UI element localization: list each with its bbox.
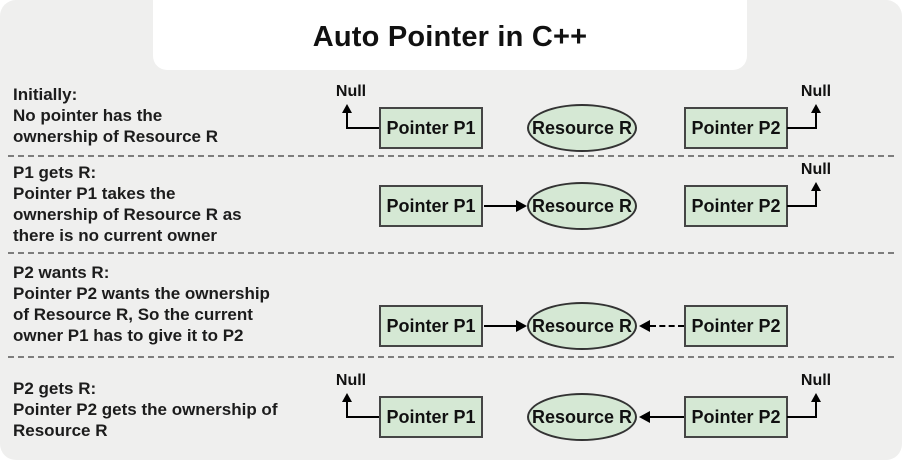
node-pointer-p1: Pointer P1 [379, 305, 483, 347]
node-pointer-p1: Pointer P1 [379, 107, 483, 149]
row-line: Pointer P2 gets the ownership of [13, 400, 278, 419]
row-line: there is no current owner [13, 226, 218, 245]
node-pointer-p2: Pointer P2 [684, 396, 788, 438]
node-pointer-p1: Pointer P1 [379, 185, 483, 227]
node-resource-r: Resource R [527, 302, 637, 350]
node-resource-r: Resource R [527, 182, 637, 230]
row-heading: Initially: [13, 85, 78, 104]
connector-line [347, 127, 380, 129]
row-line: of Resource R, So the current [13, 305, 253, 324]
request-arrow-dashed-line [650, 325, 684, 327]
node-pointer-p2: Pointer P2 [684, 107, 788, 149]
connector-line [787, 205, 817, 207]
null-label: Null [335, 83, 367, 100]
node-pointer-p2: Pointer P2 [684, 185, 788, 227]
row-divider [8, 155, 894, 157]
row-description: P2 gets R: Pointer P2 gets the ownership… [13, 378, 277, 441]
title-card: Auto Pointer in C++ [153, 0, 747, 70]
arrow-right-icon [516, 200, 527, 212]
row-description: P2 wants R: Pointer P2 wants the ownersh… [13, 262, 270, 346]
row-line: ownership of Resource R as [13, 205, 242, 224]
null-arrow-up-icon [811, 393, 821, 402]
null-label: Null [800, 372, 832, 389]
node-resource-r: Resource R [527, 104, 637, 152]
node-pointer-p2: Pointer P2 [684, 305, 788, 347]
row-description: Initially: No pointer has the ownership … [13, 84, 218, 147]
row-line: Pointer P1 takes the [13, 184, 176, 203]
arrow-left-icon [639, 411, 650, 423]
ownership-arrow-line [484, 325, 517, 327]
connector-line [787, 416, 817, 418]
null-arrow-up-icon [811, 104, 821, 113]
node-pointer-p1: Pointer P1 [379, 396, 483, 438]
row-line: ownership of Resource R [13, 127, 218, 146]
connector-line [815, 401, 817, 417]
row-heading: P1 gets R: [13, 163, 97, 182]
null-label: Null [800, 161, 832, 178]
connector-line [346, 401, 348, 418]
arrow-left-icon [639, 320, 650, 332]
connector-line [815, 190, 817, 206]
row-divider [8, 252, 894, 254]
row-line: Pointer P2 wants the ownership [13, 284, 270, 303]
null-arrow-up-icon [342, 104, 352, 113]
row-description: P1 gets R: Pointer P1 takes the ownershi… [13, 162, 242, 246]
row-line: No pointer has the [13, 106, 163, 125]
page-title: Auto Pointer in C++ [312, 21, 588, 53]
row-divider [8, 356, 894, 358]
ownership-arrow-line [650, 416, 684, 418]
connector-line [815, 112, 817, 128]
connector-line [346, 112, 348, 129]
connector-line [347, 416, 380, 418]
null-label: Null [335, 372, 367, 389]
ownership-arrow-line [484, 205, 517, 207]
arrow-right-icon [516, 320, 527, 332]
null-arrow-up-icon [342, 393, 352, 402]
row-line: Resource R [13, 421, 108, 440]
connector-line [787, 127, 817, 129]
row-heading: P2 wants R: [13, 263, 110, 282]
null-label: Null [800, 83, 832, 100]
row-heading: P2 gets R: [13, 379, 97, 398]
row-line: owner P1 has to give it to P2 [13, 326, 244, 345]
node-resource-r: Resource R [527, 393, 637, 441]
null-arrow-up-icon [811, 182, 821, 191]
